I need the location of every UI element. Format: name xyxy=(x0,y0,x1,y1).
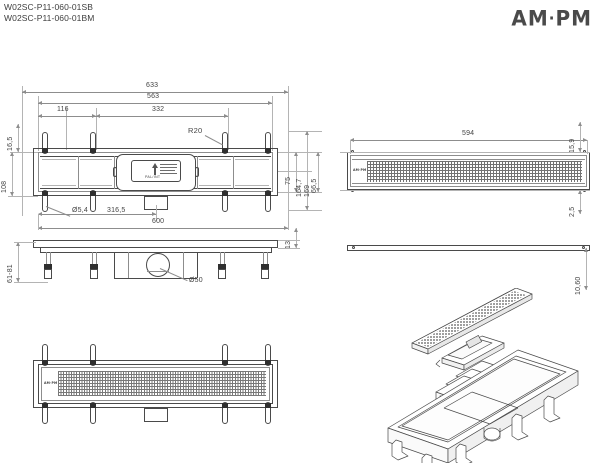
dim-outlet-offset: 75 xyxy=(285,176,292,185)
leg-bracket xyxy=(261,269,269,279)
lug-bolt xyxy=(265,360,271,365)
exploded-isometric-view xyxy=(387,288,579,463)
lug-bolt xyxy=(222,403,228,408)
outlet-stub xyxy=(144,408,168,422)
dim-body-length: 600 xyxy=(152,218,165,225)
up-arrow-stem xyxy=(154,167,156,175)
part-number-1: W02SC-P11-060-01SB xyxy=(4,2,94,12)
lug-bolt xyxy=(222,360,228,365)
lug-bolt xyxy=(42,191,48,196)
dim-body-depth: 108 xyxy=(1,180,8,193)
iso-leg-bracket xyxy=(421,453,433,463)
mount-lug xyxy=(222,190,228,212)
grate-inner-frame xyxy=(350,155,587,187)
iso-leg-bracket xyxy=(455,443,473,463)
dim-hole-dia: Ø5,4 xyxy=(72,207,88,214)
iso-leg-bracket xyxy=(511,413,529,441)
mount-lug xyxy=(265,402,271,424)
dim-grate-width: 15,9 xyxy=(569,138,576,153)
sticker-text: PAL/INT xyxy=(145,175,161,179)
iso-grate xyxy=(411,288,533,355)
mount-lug xyxy=(90,132,96,154)
dim-grate-length: 594 xyxy=(462,130,475,137)
leg-bracket xyxy=(218,269,226,279)
dim-half-length: 316,5 xyxy=(107,207,126,214)
lug-bolt xyxy=(222,148,228,153)
lug-bolt xyxy=(90,191,96,196)
leg-foot xyxy=(261,264,269,269)
iso-leg-bracket xyxy=(543,395,561,423)
dim-depth-169: 169 xyxy=(304,184,311,197)
lug-bolt xyxy=(265,148,271,153)
dim-depth-66: 66,5 xyxy=(311,178,318,193)
mount-lug xyxy=(42,402,48,424)
part-number-2: W02SC-P11-060-01BM xyxy=(4,13,95,23)
mount-lug xyxy=(222,344,228,366)
leg-foot xyxy=(218,264,226,269)
dim-depth-164: 164,7 xyxy=(296,178,303,197)
mount-lug xyxy=(90,344,96,366)
grate-logo: AM·PM xyxy=(353,168,367,172)
dim-radius-r20: R20 xyxy=(188,126,203,135)
leg-foot xyxy=(90,264,98,269)
channel-body-outline xyxy=(33,148,278,196)
lug-bolt xyxy=(42,148,48,153)
dim-mid-span: 332 xyxy=(152,106,165,113)
brand-am: AM xyxy=(511,5,549,31)
assembly-perforation-pattern xyxy=(58,371,266,396)
up-arrow-icon xyxy=(152,163,158,168)
lug-bolt xyxy=(222,191,228,196)
grate-side-outline xyxy=(347,245,590,251)
dim-edge-offset: 16,5 xyxy=(7,136,14,151)
assembly-outline xyxy=(33,360,278,408)
dim-outlet-dia: Ø50 xyxy=(189,277,203,284)
iso-cover-plate xyxy=(435,335,505,371)
assembly-grate-frame xyxy=(38,364,273,404)
leg-foot xyxy=(44,264,52,269)
mount-lug xyxy=(42,344,48,366)
mount-lug xyxy=(222,132,228,154)
lug-bolt xyxy=(90,360,96,365)
lug-bolt xyxy=(90,403,96,408)
mount-lug xyxy=(265,344,271,366)
leg-bracket xyxy=(90,269,98,279)
lug-bolt xyxy=(42,403,48,408)
dim-mount-span: 563 xyxy=(147,93,160,100)
leg-bracket xyxy=(44,269,52,279)
mount-lug xyxy=(222,402,228,424)
lug-bolt xyxy=(265,191,271,196)
ampm-logo: AM·PM xyxy=(511,5,592,30)
lug-bolt xyxy=(42,360,48,365)
brand-separator: · xyxy=(548,8,556,28)
part-number-list: W02SC-P11-060-01SB W02SC-P11-060-01BM xyxy=(4,2,94,24)
mount-lug xyxy=(42,132,48,154)
grate-perforation-pattern xyxy=(367,161,582,182)
iso-leg-bracket xyxy=(391,439,409,461)
assembly-logo: AM·PM xyxy=(44,381,58,385)
mount-lug xyxy=(265,132,271,154)
warning-label-sticker xyxy=(131,160,181,182)
dim-height-range: 61-81 xyxy=(7,264,14,283)
grate-side-pin xyxy=(352,246,355,249)
outlet-circle xyxy=(146,253,170,277)
mount-lug xyxy=(265,190,271,212)
grate-side-pin xyxy=(582,246,585,249)
mount-lug xyxy=(42,190,48,212)
channel-inner-flange xyxy=(38,152,273,192)
mount-lug xyxy=(90,190,96,212)
lug-bolt xyxy=(90,148,96,153)
brand-pm: PM xyxy=(555,5,592,31)
lug-bolt xyxy=(265,403,271,408)
dim-overall-width: 633 xyxy=(146,82,159,89)
mount-lug xyxy=(90,402,96,424)
dim-grate-edge: 2,5 xyxy=(569,206,576,217)
dim-first-hole: 116 xyxy=(57,106,69,113)
